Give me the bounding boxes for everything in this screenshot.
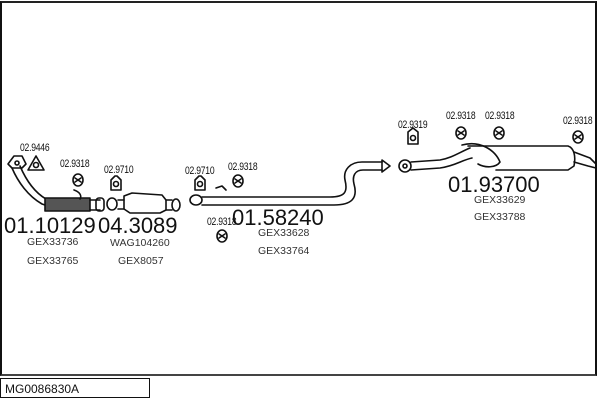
reference-number: GEX8057 (118, 255, 164, 267)
reference-number: GEX33788 (474, 211, 526, 223)
fitting-number: 02.9318 (228, 161, 258, 173)
front-flange-icon (7, 155, 27, 169)
fitting-number: 02.9318 (207, 216, 237, 228)
reference-number: GEX33736 (27, 236, 79, 248)
fitting-number: 02.9318 (60, 158, 90, 170)
hanger-icon (572, 130, 584, 144)
part-number: 01.93700 (448, 172, 540, 197)
part-number: 01.10129 (4, 213, 96, 238)
drawing-id-label: MG0086830A (0, 378, 150, 398)
hanger-icon (72, 173, 84, 200)
diagram-frame (0, 1, 597, 376)
fitting-number: 02.9318 (485, 110, 515, 122)
clamp-icon (194, 175, 206, 191)
hanger-icon (216, 229, 228, 243)
fitting-number: 02.9318 (446, 110, 476, 122)
part-number: 04.3089 (98, 213, 178, 238)
fitting-number: 02.9318 (563, 115, 593, 127)
reference-number: GEX33628 (258, 227, 310, 239)
hanger-icon (455, 126, 467, 140)
rear-silencer-drawing (398, 143, 597, 173)
front-pipe-drawing (11, 165, 105, 212)
hanger-icon (232, 174, 244, 188)
fitting-number: 02.9710 (104, 164, 134, 176)
gasket-icon (27, 155, 45, 171)
fitting-number: 02.9710 (185, 165, 215, 177)
fitting-number: 02.9319 (398, 119, 428, 131)
reference-number: GEX33764 (258, 245, 310, 257)
middle-pipe-drawing (189, 159, 391, 206)
hanger-icon (493, 126, 505, 140)
reference-number: GEX33765 (27, 255, 79, 267)
reference-number: WAG104260 (110, 237, 170, 249)
clamp-icon (110, 175, 122, 191)
fitting-number: 02.9446 (20, 142, 50, 154)
catalytic-converter-drawing (106, 192, 181, 214)
clamp-icon (407, 127, 419, 145)
reference-number: GEX33629 (474, 194, 526, 206)
part-number: 01.58240 (232, 205, 324, 230)
